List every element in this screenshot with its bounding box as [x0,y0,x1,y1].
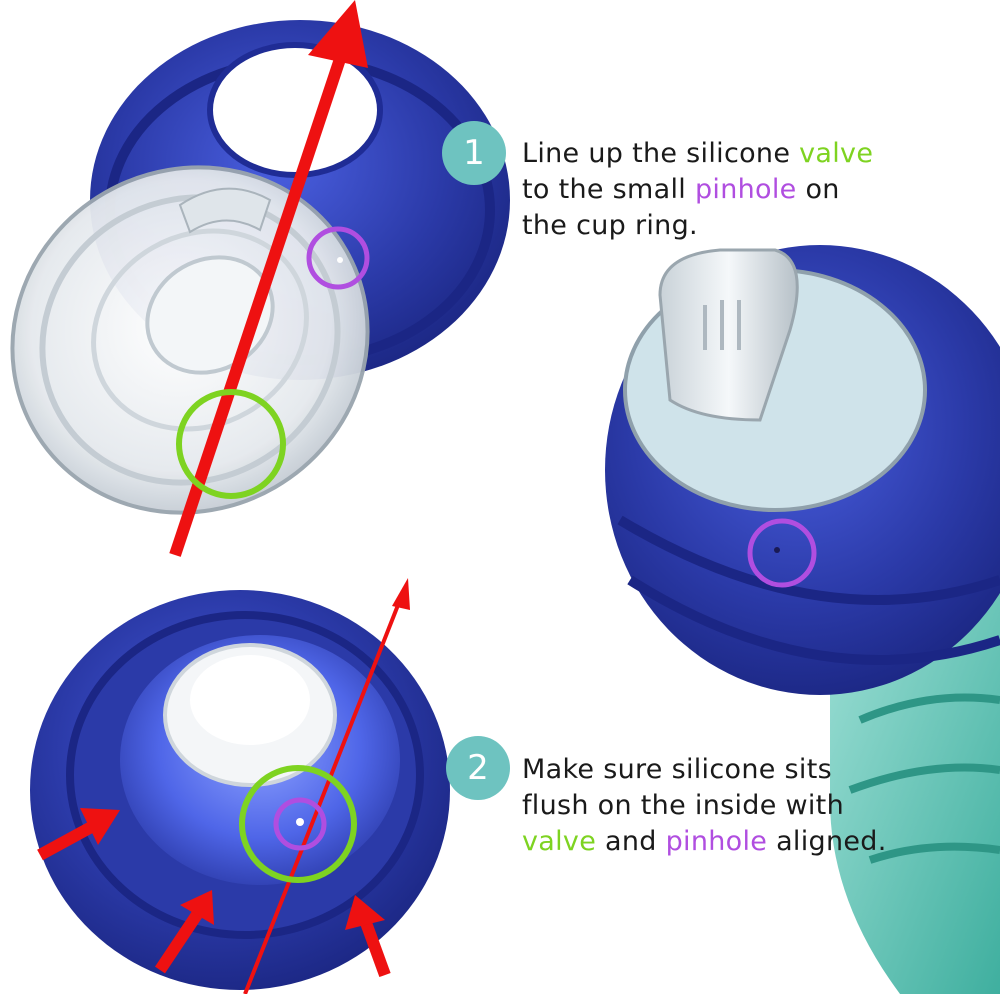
step-2-badge: 2 [446,736,510,800]
bottom-cup-ring-group [30,590,450,990]
step-1-badge: 1 [442,121,506,185]
top-pinhole-marker [306,226,370,290]
top-alignment-arrow [169,0,368,557]
step-1-line-2-end: on [796,174,840,205]
step-2-and: and [596,826,666,857]
step-2-text: Make sure silicone sits flush on the ins… [522,752,887,860]
step-1-pinhole-keyword: pinhole [694,174,797,205]
step-1-number: 1 [463,133,485,173]
push-arrows [37,808,391,978]
step-2-line-1: Make sure silicone sits [522,754,832,785]
step-2-line-3-end: aligned. [767,826,887,857]
bottle-pinhole-marker [747,518,817,588]
step-1-line-1: Line up the silicone [522,138,800,169]
step-1-line-2: to the small [522,174,695,205]
top-valve-marker [176,389,286,499]
bottom-alignment-arrow [243,578,410,994]
push-arrow-bottom-left [155,890,214,974]
bottle-group [605,245,1000,994]
step-2-line-2: flush on the inside with [522,790,844,821]
step-2-pinhole-keyword: pinhole [665,826,768,857]
push-arrow-left [37,808,120,861]
step-1-valve-keyword: valve [799,138,874,169]
step-1-text: Line up the silicone valve to the small … [522,136,873,244]
bottom-pinhole-marker [273,797,327,851]
step-2-number: 2 [467,748,489,788]
step-2-valve-keyword: valve [522,826,597,857]
bottle-spout [658,248,799,422]
push-arrow-bottom-right [345,895,391,978]
step-1-line-3: the cup ring. [522,210,698,241]
bottom-valve-marker [239,765,357,883]
